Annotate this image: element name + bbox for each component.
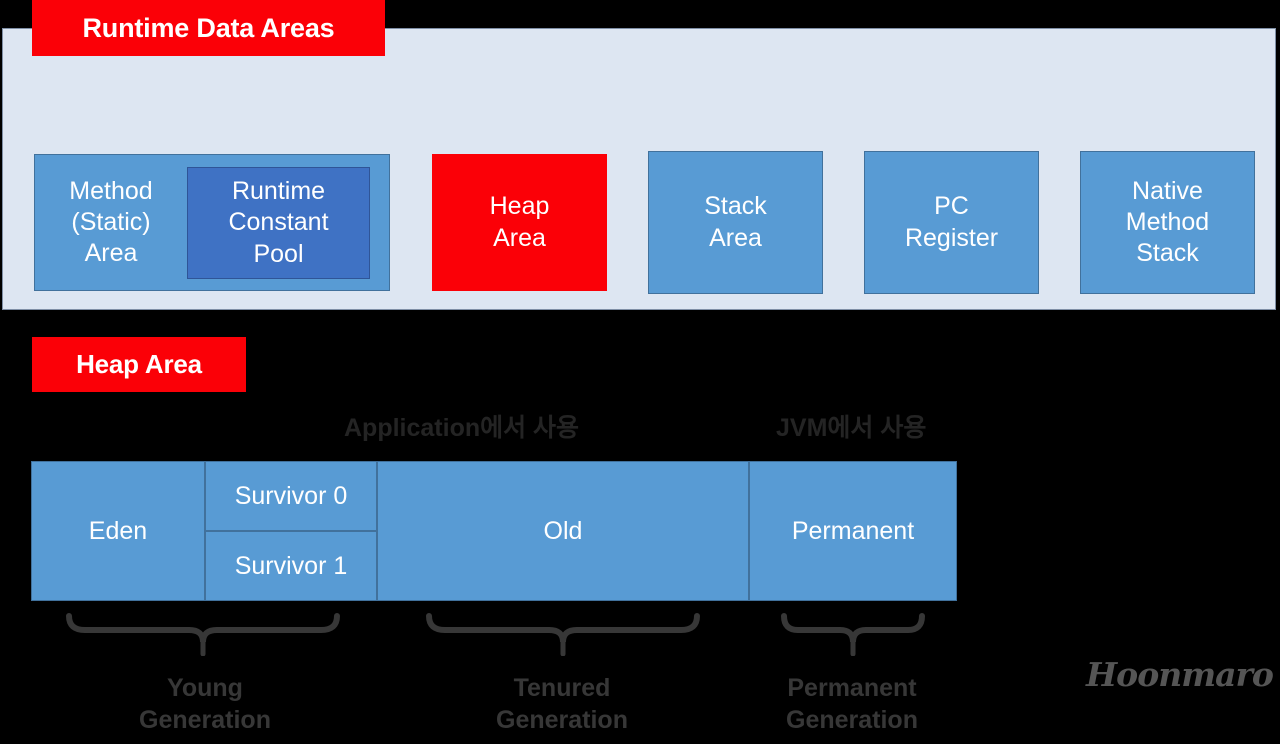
generation-label-young: Young Generation <box>139 672 271 736</box>
curly-brace-icon <box>426 613 700 656</box>
native-method-stack-label-line1: Native <box>1132 176 1203 205</box>
stack-area-label-line1: Stack <box>704 192 767 221</box>
generation-label-tenured: Tenured Generation <box>496 672 628 736</box>
generation-label-tenured-line2: Generation <box>496 706 628 734</box>
runtime-data-areas-panel: Method (Static) Area Runtime Constant Po… <box>2 28 1276 310</box>
memory-box-heap-area: Heap Area <box>432 154 607 291</box>
memory-box-pc-register: PC Register <box>864 151 1039 294</box>
pc-register-label-line2: Register <box>904 223 999 252</box>
runtime-constant-pool-label-line1: Runtime <box>231 177 326 206</box>
heap-area-box-label: Heap Area <box>490 191 550 254</box>
method-area-label-line1: Method <box>69 176 153 205</box>
native-method-stack-label-line3: Stack <box>1136 239 1199 268</box>
method-area-label: Method (Static) Area <box>35 176 187 270</box>
curly-brace-icon <box>66 613 340 656</box>
method-area-label-line2: (Static) <box>71 207 151 236</box>
brace-permanent-generation <box>780 612 926 656</box>
pc-register-label-line1: PC <box>934 192 969 221</box>
generation-label-permanent-line1: Permanent <box>787 674 917 702</box>
heap-area-box-label-line1: Heap <box>489 192 550 221</box>
runtime-constant-pool-label: Runtime Constant Pool <box>228 176 328 270</box>
native-method-stack-label: Native Method Stack <box>1126 176 1209 270</box>
runtime-constant-pool-label-line2: Constant <box>228 208 329 237</box>
heap-cell-survivor-0: Survivor 0 <box>205 461 377 531</box>
memory-box-stack-area: Stack Area <box>648 151 823 294</box>
heap-cell-survivor-1: Survivor 1 <box>205 531 377 601</box>
jvm-usage-label: JVM에서 사용 <box>776 414 927 442</box>
heap-memory-row: Eden Survivor 0 Survivor 1 Old Permanent <box>31 461 957 601</box>
heap-cell-old: Old <box>377 461 749 601</box>
curly-brace-icon <box>781 613 925 656</box>
brace-tenured-generation <box>425 612 701 656</box>
generation-label-young-line1: Young <box>167 674 243 702</box>
pc-register-label: PC Register <box>905 191 998 254</box>
heap-cell-eden: Eden <box>31 461 205 601</box>
heap-area-tag: Heap Area <box>32 337 246 392</box>
application-usage-label: Application에서 사용 <box>344 414 580 442</box>
generation-label-permanent-line2: Generation <box>786 706 918 734</box>
method-area-label-line3: Area <box>84 239 138 268</box>
runtime-constant-pool-label-line3: Pool <box>253 239 304 268</box>
stack-area-label-line2: Area <box>709 223 762 252</box>
heap-area-box-label-line2: Area <box>493 223 546 252</box>
heap-cell-permanent: Permanent <box>749 461 957 601</box>
memory-box-method-area: Method (Static) Area Runtime Constant Po… <box>34 154 390 291</box>
memory-box-native-method-stack: Native Method Stack <box>1080 151 1255 294</box>
generation-label-tenured-line1: Tenured <box>513 674 611 702</box>
memory-box-runtime-constant-pool: Runtime Constant Pool <box>187 167 370 279</box>
native-method-stack-label-line2: Method <box>1125 207 1210 236</box>
generation-label-young-line2: Generation <box>139 706 271 734</box>
runtime-data-areas-tag: Runtime Data Areas <box>32 0 385 56</box>
brace-young-generation <box>65 612 341 656</box>
watermark-signature: Hoonmaro <box>1086 655 1274 694</box>
generation-label-permanent: Permanent Generation <box>786 672 918 736</box>
stack-area-label: Stack Area <box>704 191 767 254</box>
